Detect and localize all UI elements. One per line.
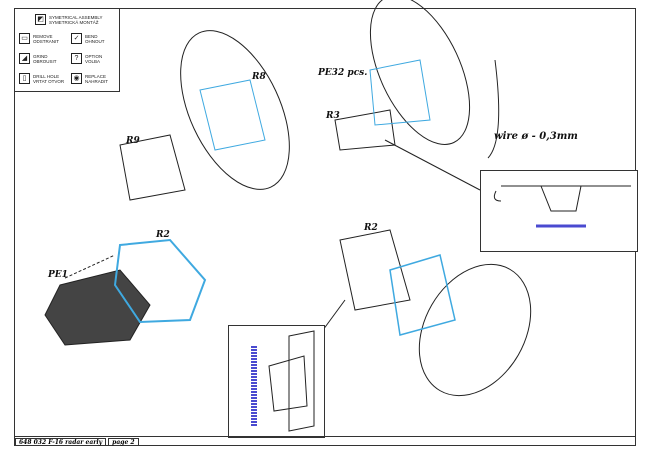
footer-page: page 2 [108, 438, 139, 446]
detail-inset-r3 [480, 170, 638, 252]
legend-symmetrical: SYMETRICAL ASSEMBLY SYMETRICKÁ MONTÁŽ [49, 14, 103, 25]
legend-grind: GRIND OBROUSIT [33, 53, 57, 64]
part-r9 [119, 134, 186, 201]
drill-hole-icon: ▯ [19, 73, 30, 84]
label-r8: R8 [252, 72, 266, 82]
label-r9: R9 [126, 136, 140, 146]
wire [487, 59, 500, 159]
label-r2-right: R2 [364, 223, 378, 233]
label-wire: wire ø - 0,3mm [494, 131, 578, 142]
label-r3: R3 [326, 111, 340, 121]
part-pe1 [44, 269, 151, 346]
label-r2-left: R2 [156, 230, 170, 240]
assembly-arrow-pe1 [64, 254, 116, 279]
part-r2-right [339, 229, 411, 311]
part-r3 [334, 109, 396, 151]
part-r2-left [113, 238, 207, 324]
footer-title: 648 032 F-16 radar early [15, 438, 107, 446]
footer: 648 032 F-16 radar early page 2 [14, 436, 636, 447]
legend-bend: BEND OHNOUT [85, 33, 105, 44]
part-r8 [199, 79, 266, 151]
legend-remove: REMOVE ODSTRANIT [33, 33, 60, 44]
legend-option: OPTION VOLBA [85, 53, 103, 64]
radar-disk-bottom [418, 263, 532, 397]
legend-drill-hole: DRILL HOLE VRTAT OTVOR [33, 73, 65, 84]
legend-replace: REPLACE NAHRADIT [85, 73, 109, 84]
detail-inset-r2 [228, 325, 325, 438]
symbol-legend: ◩SYMETRICAL ASSEMBLY SYMETRICKÁ MONTÁŽ ▭… [14, 8, 120, 92]
grind-icon: ◢ [19, 53, 30, 64]
label-pe3: PE3 [318, 68, 338, 78]
label-pe3-qty: 2 pcs. [338, 68, 368, 78]
remove-icon: ▭ [19, 33, 30, 44]
radar-disk-top-left [180, 30, 290, 190]
highlighted-bracket [389, 254, 456, 336]
leader-line-inset-r2 [322, 299, 346, 331]
label-pe1: PE1 [48, 270, 68, 280]
highlighted-subassembly [369, 59, 431, 126]
radar-disk-top-right [369, 0, 471, 145]
symmetrical-assembly-icon: ◩ [35, 14, 46, 25]
bend-icon: ✓ [71, 33, 82, 44]
leader-line-inset-r3 [384, 139, 481, 191]
replace-icon: ◉ [71, 73, 82, 84]
option-icon: ? [71, 53, 82, 64]
